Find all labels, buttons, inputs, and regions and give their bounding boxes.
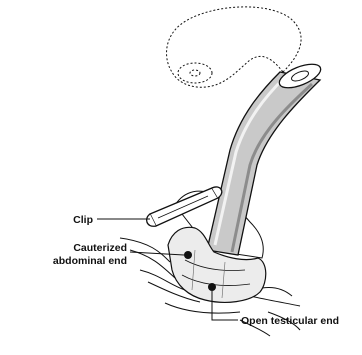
vas-tube: [207, 59, 324, 255]
clip-label: Clip: [73, 214, 93, 226]
cauterized-label-line2: abdominal end: [53, 255, 127, 267]
open-end-label: Open testicular end: [241, 315, 339, 327]
cauterized-end-marker: [184, 251, 192, 259]
cauterized-label-line1: Cauterized: [73, 242, 127, 254]
open-end-marker: [208, 283, 216, 291]
